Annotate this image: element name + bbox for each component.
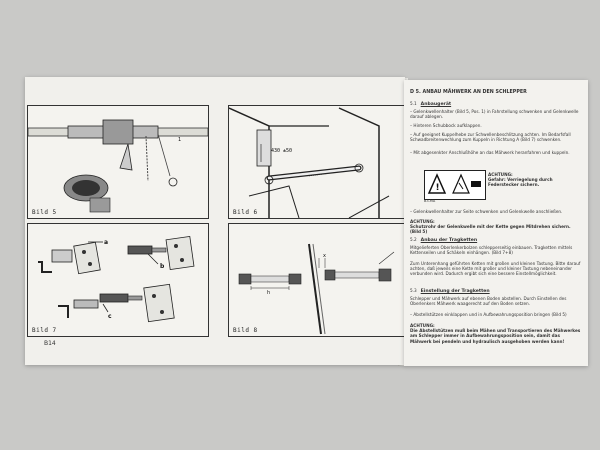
section-title-text: Einstellung der Tragketten — [420, 289, 490, 294]
label-b: b — [160, 263, 165, 270]
right-page: D 5. ANBAU MÄHWERK AN DEN SCHLEPPER 5.1 … — [404, 80, 588, 366]
warning-code: B3-MA — [424, 199, 436, 203]
section-title-text: Anbau der Tragketten — [420, 238, 478, 243]
figure-bild-5-drawing: 1 — [28, 119, 208, 213]
warning-text: Gefahr: Verriegelung durch Federstecker … — [488, 177, 553, 187]
paragraph: – Mit abgesenkter Anschlußhöhe an das Mä… — [410, 150, 570, 155]
figure-bild-7-drawing: a b c — [38, 236, 195, 323]
paragraph: – Abstellstützen einklappen und in Aufbe… — [410, 312, 567, 317]
paragraph: – Auf geeignet Kuppelhebe zur Schwellenb… — [410, 132, 571, 143]
warning-triangle-icon: ! — [427, 173, 481, 194]
warning-title: ACHTUNG: — [488, 172, 513, 177]
figure-bild-8: h x Bild 8 — [228, 223, 406, 337]
section-title-text: Anbaugerät — [420, 102, 452, 107]
figure-bild-6-drawing — [229, 107, 390, 218]
dimension-label: 430 ±50 — [271, 148, 293, 154]
section-5-1-heading: 5.1 Anbaugerät — [410, 101, 582, 107]
figure-caption: Bild 8 — [233, 327, 258, 334]
figure-caption: Bild 7 — [32, 327, 57, 334]
label-c: c — [108, 313, 112, 320]
achtung-text: Die Abstellstützen muß beim Mähen und Tr… — [410, 328, 581, 344]
figure-caption: Bild 5 — [32, 209, 57, 216]
paragraph: – Gelenkwellenhalter zur Seite schwenken… — [410, 209, 563, 214]
section-5-3-heading: 5.3 Einstellung der Tragketten — [410, 288, 582, 294]
section-number: 5.2 — [410, 237, 417, 242]
figure-bild-7: a b c Bild 7 — [27, 223, 209, 337]
section-title: D 5. ANBAU MÄHWERK AN DEN SCHLEPPER — [410, 90, 527, 95]
figure-caption: Bild 6 — [233, 209, 258, 216]
achtung-note-2: ACHTUNG: Die Abstellstützen muß beim Mäh… — [410, 323, 582, 344]
section-number: 5.1 — [410, 101, 417, 106]
warning-text-block: ACHTUNG: Gefahr: Verriegelung durch Fede… — [488, 172, 580, 187]
achtung-text: Schutzrohr der Gelenkwelle mit der Kette… — [410, 224, 571, 235]
left-page: 1 Bild 5 430 ±50 Bild 6 — [25, 77, 406, 365]
section-number: 5.3 — [410, 288, 417, 293]
figure-bild-6: 430 ±50 Bild 6 — [228, 105, 406, 219]
paragraph: – Gelenkwellenhalter (Bild 5, Pos. 1) in… — [410, 109, 579, 120]
achtung-note-1: ACHTUNG: Schutzrohr der Gelenkwelle mit … — [410, 219, 582, 235]
figure-bild-5: 1 Bild 5 — [27, 105, 209, 219]
section-5-2-heading: 5.2 Anbau der Tragketten — [410, 237, 582, 243]
achtung-title: ACHTUNG: — [410, 323, 435, 328]
label-h: h — [267, 290, 270, 296]
label-x: x — [323, 253, 326, 259]
achtung-title: ACHTUNG: — [410, 219, 435, 224]
paragraph: – Hinteren Schubbock aufklappen. — [410, 123, 482, 128]
page-number: B14 — [44, 340, 56, 347]
svg-text:!: ! — [436, 183, 440, 193]
paragraph: Schlepper und Mähwerk auf ebenen Boden a… — [410, 296, 567, 307]
label-a: a — [104, 239, 108, 246]
svg-text:1: 1 — [178, 137, 181, 143]
paragraph: Zum Unterenhang geführten Ketten mit gro… — [410, 261, 581, 277]
warning-symbol-box: ! — [424, 170, 486, 200]
figure-bild-8-drawing: h x — [238, 243, 395, 335]
paragraph: Mitgelieferten Oberlenkerbolzen schleppe… — [410, 245, 573, 256]
